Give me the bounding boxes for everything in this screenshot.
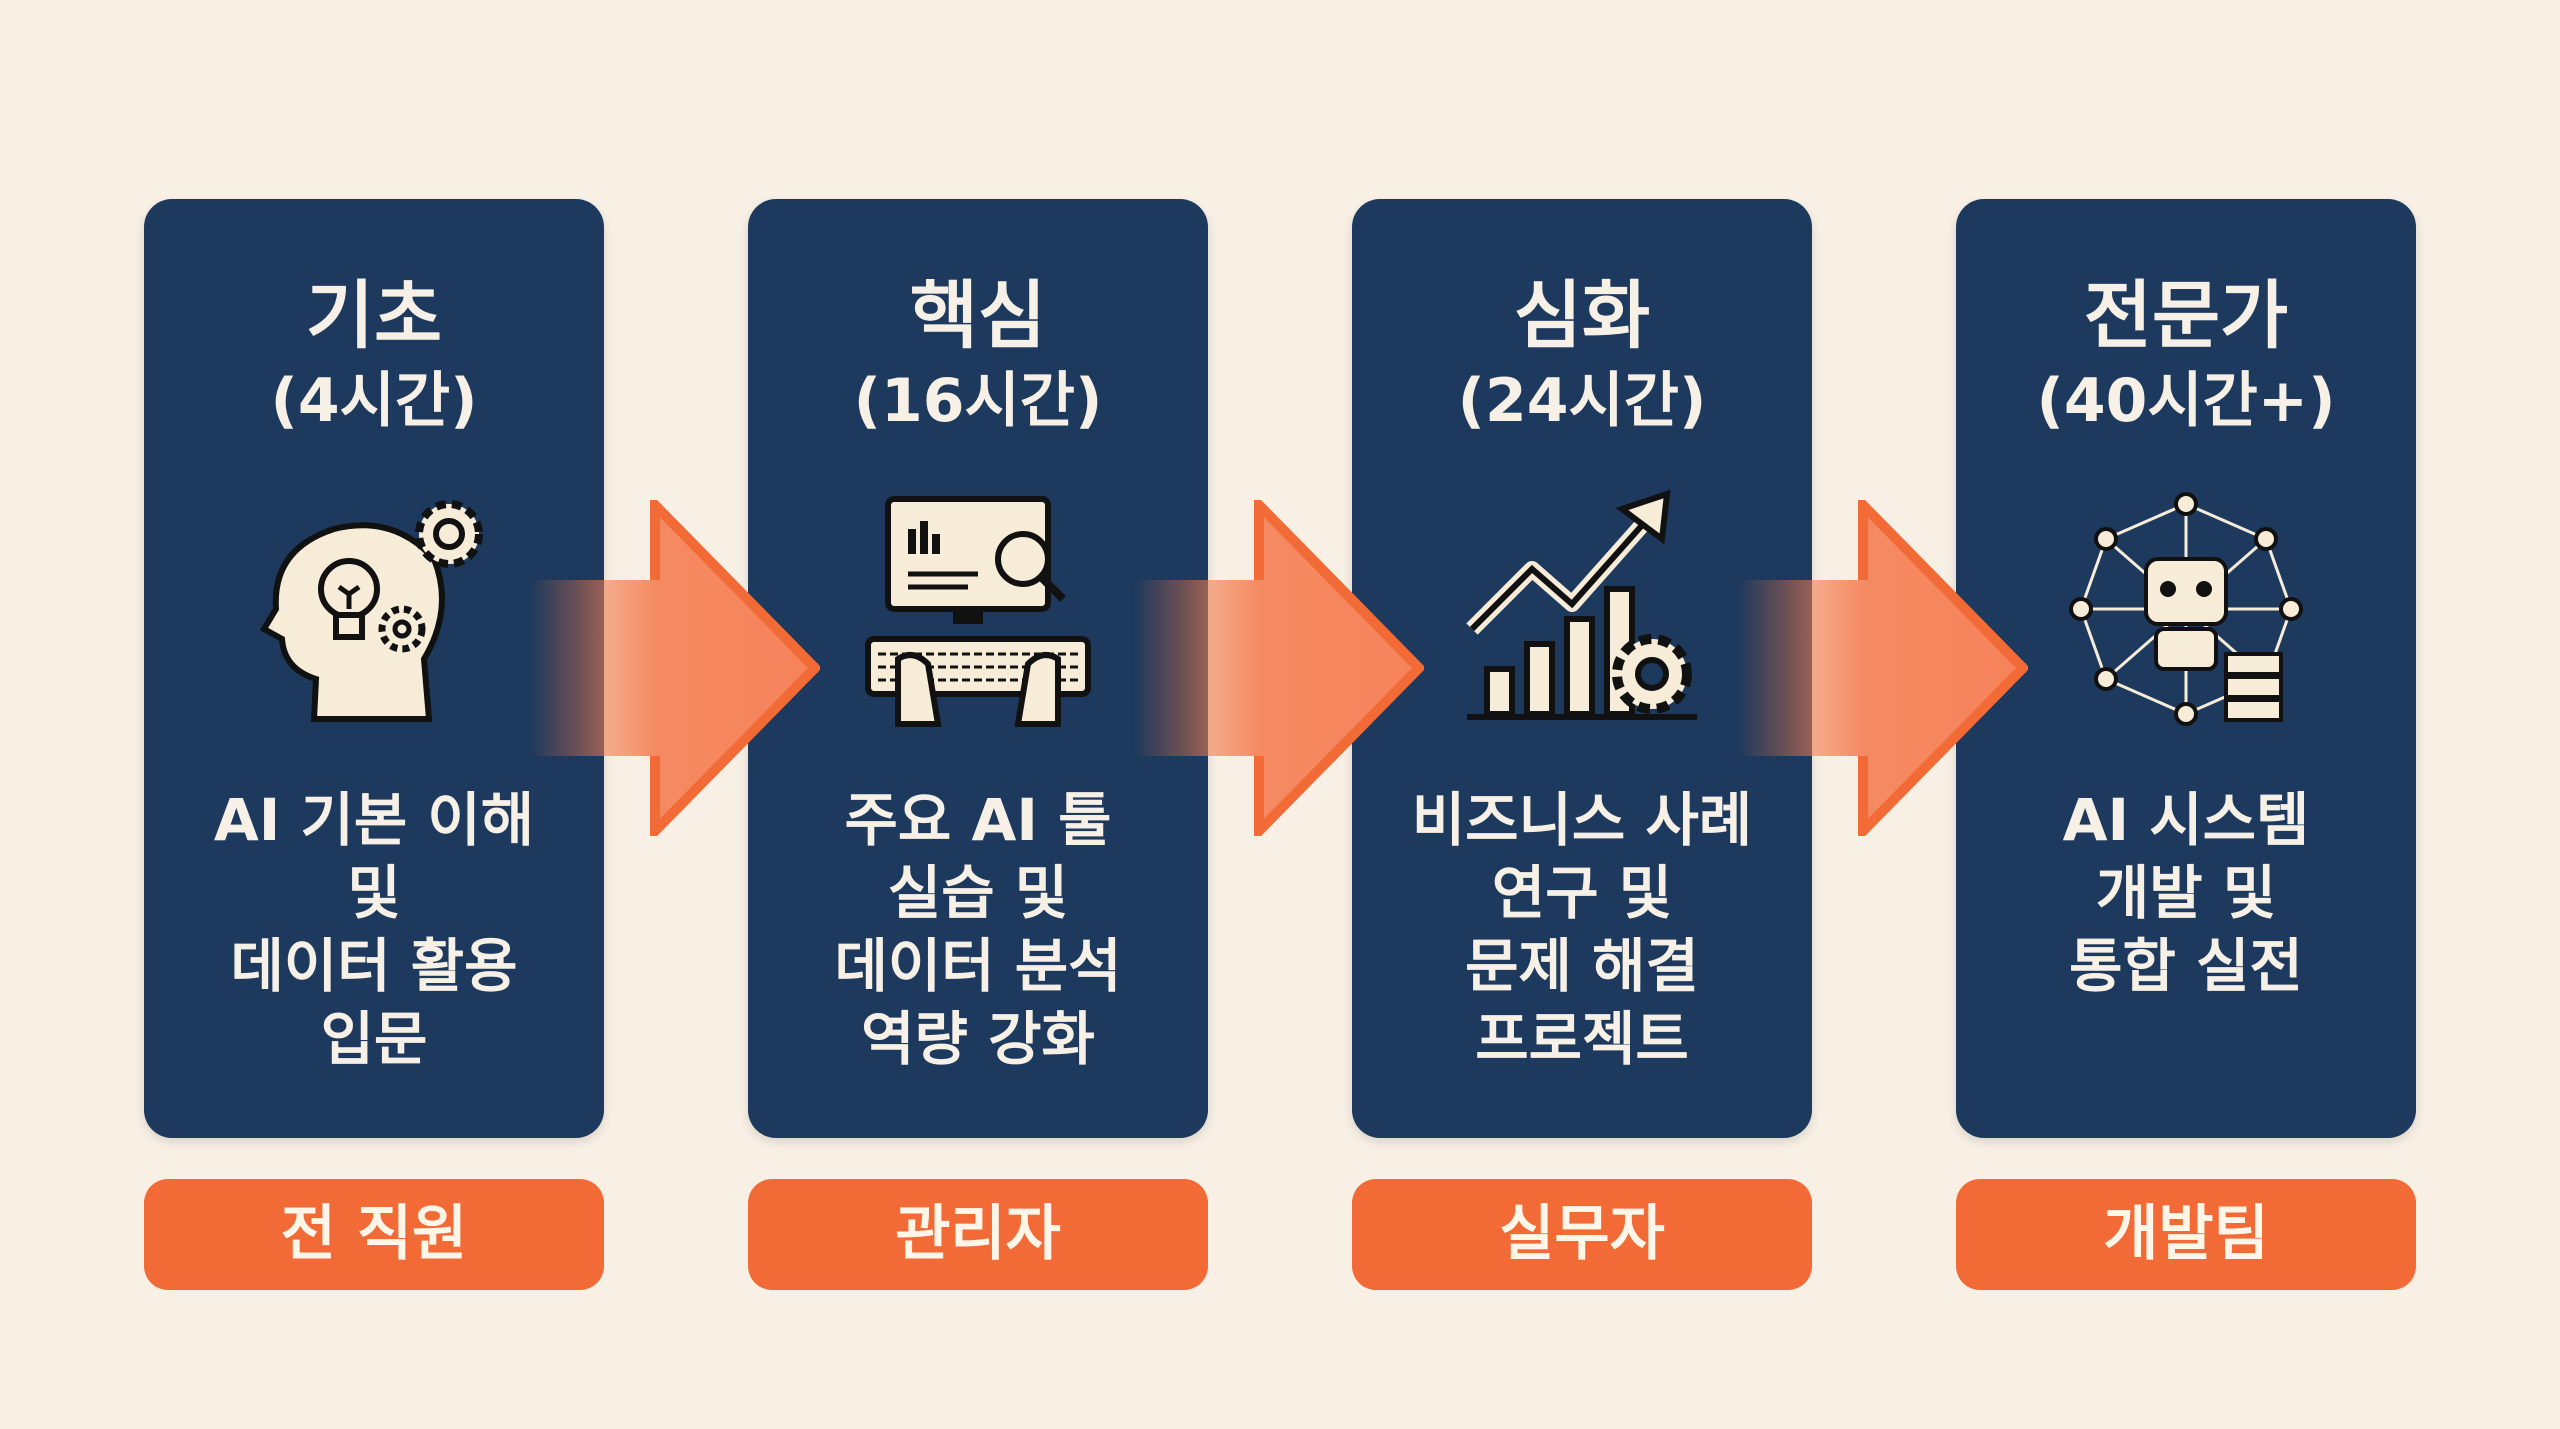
computer-analytics-keyboard-icon [865, 496, 1091, 727]
stage-description: 비즈니스 사례 연구 및 문제 해결 프로젝트 [1362, 784, 1802, 1076]
audience-badge: 실무자 [1352, 1179, 1812, 1290]
stage-title: 심화 [1513, 273, 1651, 359]
desc-line: 비즈니스 사례 [1411, 786, 1753, 854]
stage-hours: (16시간) [853, 366, 1103, 436]
growth-chart-gear-icon [1466, 489, 1697, 720]
arrow-right-icon [530, 500, 820, 836]
stage-card-basic: 기초 (4시간) AI 기본 이해 및 데이터 활용 입문 [144, 199, 604, 1138]
desc-line: 데이터 분석 [834, 932, 1122, 1000]
audience-badge: 관리자 [748, 1179, 1208, 1290]
desc-line: 주요 AI 툴 [844, 786, 1112, 854]
desc-line: 프로젝트 [1475, 1005, 1689, 1073]
desc-line: 역량 강화 [861, 1005, 1095, 1073]
stage-hours: (40시간+) [2036, 366, 2336, 436]
desc-line: 실습 및 [887, 859, 1069, 927]
stage-card-core: 핵심 (16시간) 주요 AI 툴 실습 및 데이터 분석 역량 강화 [748, 199, 1208, 1138]
stage-description: AI 기본 이해 및 데이터 활용 입문 [154, 784, 594, 1076]
desc-line: 문제 해결 [1465, 932, 1699, 1000]
desc-line: 개발 및 [2095, 859, 2277, 927]
head-lightbulb-gears-icon [259, 500, 483, 722]
desc-line: 및 [347, 859, 401, 927]
stage-title: 기초 [305, 273, 443, 359]
arrow-right-icon [1738, 500, 2028, 836]
stage-title: 핵심 [909, 273, 1047, 359]
desc-line: 데이터 활용 [230, 932, 518, 1000]
desc-line: AI 기본 이해 [213, 786, 535, 854]
arrow-right-icon [1134, 500, 1424, 836]
stage-description: AI 시스템 개발 및 통합 실전 [1966, 784, 2406, 1003]
desc-line: AI 시스템 [2062, 786, 2310, 854]
audience-badge: 전 직원 [144, 1179, 604, 1290]
audience-badge: 개발팀 [1956, 1179, 2416, 1290]
desc-line: 통합 실전 [2069, 932, 2303, 1000]
robot-network-server-icon [2069, 492, 2303, 726]
stage-title: 전문가 [2083, 273, 2289, 359]
stage-hours: (24시간) [1457, 366, 1707, 436]
stage-card-expert: 전문가 (40시간+) AI 시스템 개발 및 통합 실전 [1956, 199, 2416, 1138]
desc-line: 입문 [320, 1005, 428, 1073]
stage-description: 주요 AI 툴 실습 및 데이터 분석 역량 강화 [758, 784, 1198, 1076]
stage-hours: (4시간) [270, 366, 478, 436]
desc-line: 연구 및 [1491, 859, 1673, 927]
stage-card-advanced: 심화 (24시간) 비즈니스 사례 연구 및 문제 해결 프로젝트 [1352, 199, 1812, 1138]
